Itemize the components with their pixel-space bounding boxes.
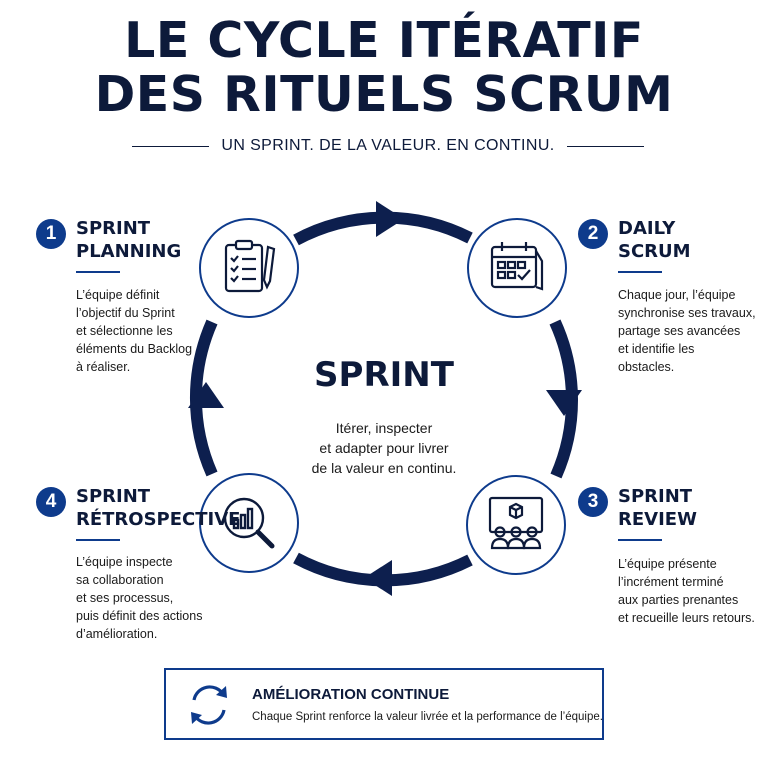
arrow-head-right bbox=[546, 390, 582, 416]
step-title: SPRINT PLANNING bbox=[76, 218, 182, 262]
cycle-arrows-icon bbox=[191, 685, 227, 725]
center-line: Itérer, inspecter bbox=[335, 420, 433, 436]
node-sprint-review bbox=[466, 475, 566, 575]
step-sprint-review: 3 SPRINT REVIEW bbox=[578, 485, 697, 531]
center-description: Itérer, inspecter et adapter pour livrer… bbox=[284, 418, 484, 478]
step-number-badge: 1 bbox=[36, 219, 66, 249]
subtitle: UN SPRINT. DE LA VALEUR. EN CONTINU. bbox=[132, 137, 644, 155]
subtitle-text: UN SPRINT. DE LA VALEUR. EN CONTINU. bbox=[221, 137, 555, 154]
title-line-2: DES RITUELS SCRUM bbox=[94, 66, 674, 123]
page-title: LE CYCLE ITÉRATIF DES RITUELS SCRUM bbox=[0, 14, 768, 122]
step-description: Chaque jour, l’équipe synchronise ses tr… bbox=[618, 288, 756, 374]
arrow-head-bottom bbox=[364, 560, 392, 596]
node-sprint-planning bbox=[199, 218, 299, 318]
subtitle-rule-left bbox=[132, 145, 210, 147]
node-daily-scrum bbox=[467, 218, 567, 318]
center-line: de la valeur en continu. bbox=[311, 460, 457, 476]
footer-title: AMÉLIORATION CONTINUE bbox=[252, 686, 450, 703]
step-underline bbox=[618, 539, 662, 541]
step-underline bbox=[618, 271, 662, 273]
step-underline bbox=[76, 271, 120, 273]
clipboard-checklist-icon bbox=[224, 239, 276, 293]
continuous-improvement-box: AMÉLIORATION CONTINUE Chaque Sprint renf… bbox=[164, 668, 604, 740]
step-number-badge: 2 bbox=[578, 219, 608, 249]
arrow-head-top bbox=[376, 201, 404, 237]
step-underline bbox=[76, 539, 120, 541]
step-description: L’équipe inspecte sa collaboration et se… bbox=[76, 555, 203, 641]
step-description: L’équipe présente l’incrément terminé au… bbox=[618, 557, 755, 625]
step-sprint-planning: 1 SPRINT PLANNING bbox=[36, 217, 181, 263]
step-description: L’équipe définit l’objectif du Sprint et… bbox=[76, 288, 193, 374]
center-line: et adapter pour livrer bbox=[319, 440, 449, 456]
subtitle-rule-right bbox=[566, 145, 644, 147]
step-title: SPRINT REVIEW bbox=[618, 486, 697, 530]
footer-text: Chaque Sprint renforce la valeur livrée … bbox=[252, 711, 603, 723]
step-number-badge: 4 bbox=[36, 487, 66, 517]
title-line-1: LE CYCLE ITÉRATIF bbox=[124, 12, 644, 69]
arrow-head-left bbox=[188, 382, 224, 408]
step-number-badge: 3 bbox=[578, 487, 608, 517]
center-title: SPRINT bbox=[314, 355, 454, 395]
step-sprint-retrospective: 4 SPRINT RÉTROSPECTIVE bbox=[36, 485, 240, 531]
step-daily-scrum: 2 DAILY SCRUM bbox=[578, 217, 691, 263]
step-title: DAILY SCRUM bbox=[618, 218, 691, 262]
magnifier-chart-icon bbox=[223, 497, 275, 549]
step-title: SPRINT RÉTROSPECTIVE bbox=[76, 486, 241, 530]
presentation-team-icon bbox=[488, 496, 544, 550]
calendar-icon bbox=[490, 242, 544, 291]
node-sprint-retrospective bbox=[199, 473, 299, 573]
